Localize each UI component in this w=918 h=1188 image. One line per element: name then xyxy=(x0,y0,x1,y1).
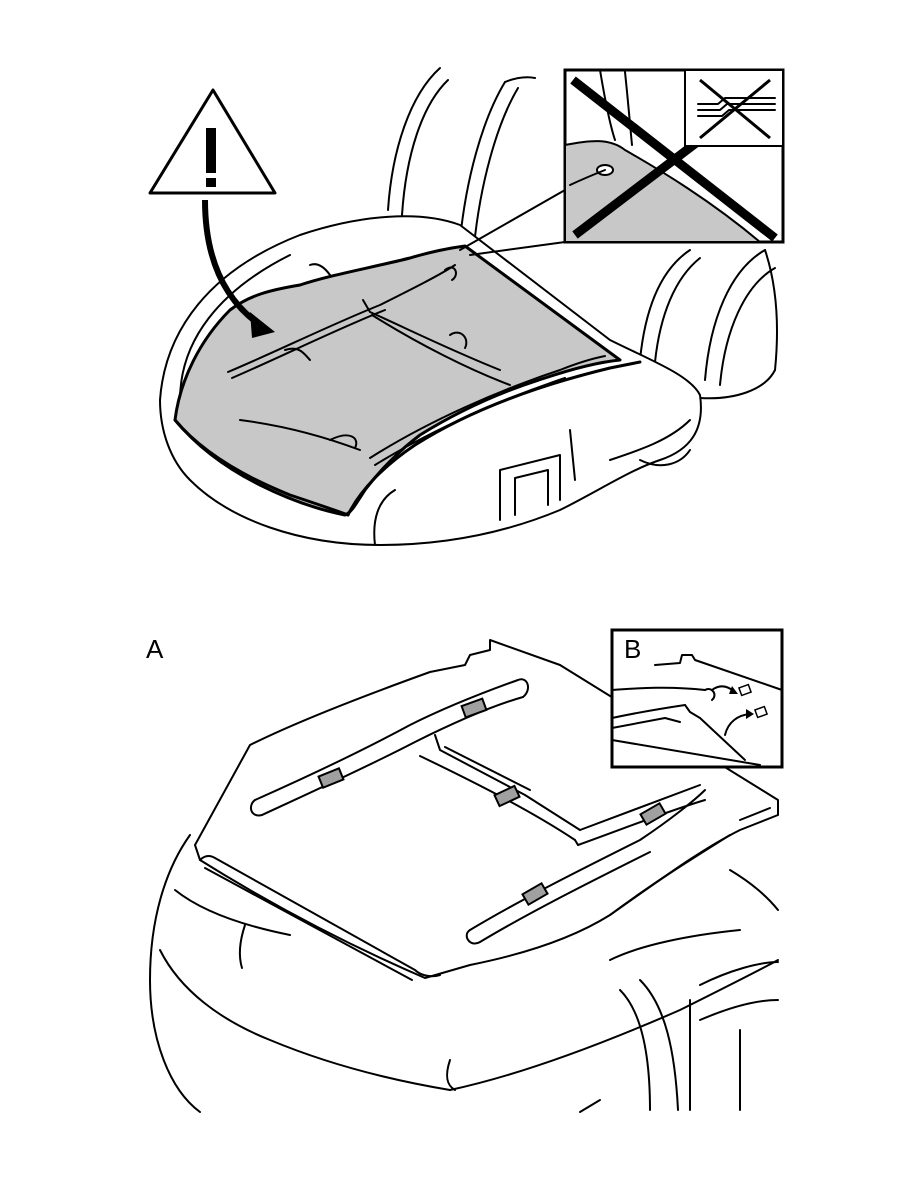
seat-cover xyxy=(173,244,642,517)
callout-leader xyxy=(459,189,566,251)
seat-cushion-lower xyxy=(149,834,779,1113)
figure-label-b: B xyxy=(624,634,642,664)
figure-label-a: A xyxy=(146,634,164,664)
callout-leader-2 xyxy=(469,241,566,256)
detail-inset-b xyxy=(610,628,784,769)
seat-with-cover-illustration xyxy=(148,67,778,546)
seat-backrest-right xyxy=(639,249,778,400)
prohibited-detail-inset xyxy=(563,68,785,244)
exclamation-triangle-icon xyxy=(148,88,277,195)
crossed-out-icon xyxy=(684,69,784,147)
arrow-icon xyxy=(202,199,275,338)
seat-backrest xyxy=(387,67,536,247)
